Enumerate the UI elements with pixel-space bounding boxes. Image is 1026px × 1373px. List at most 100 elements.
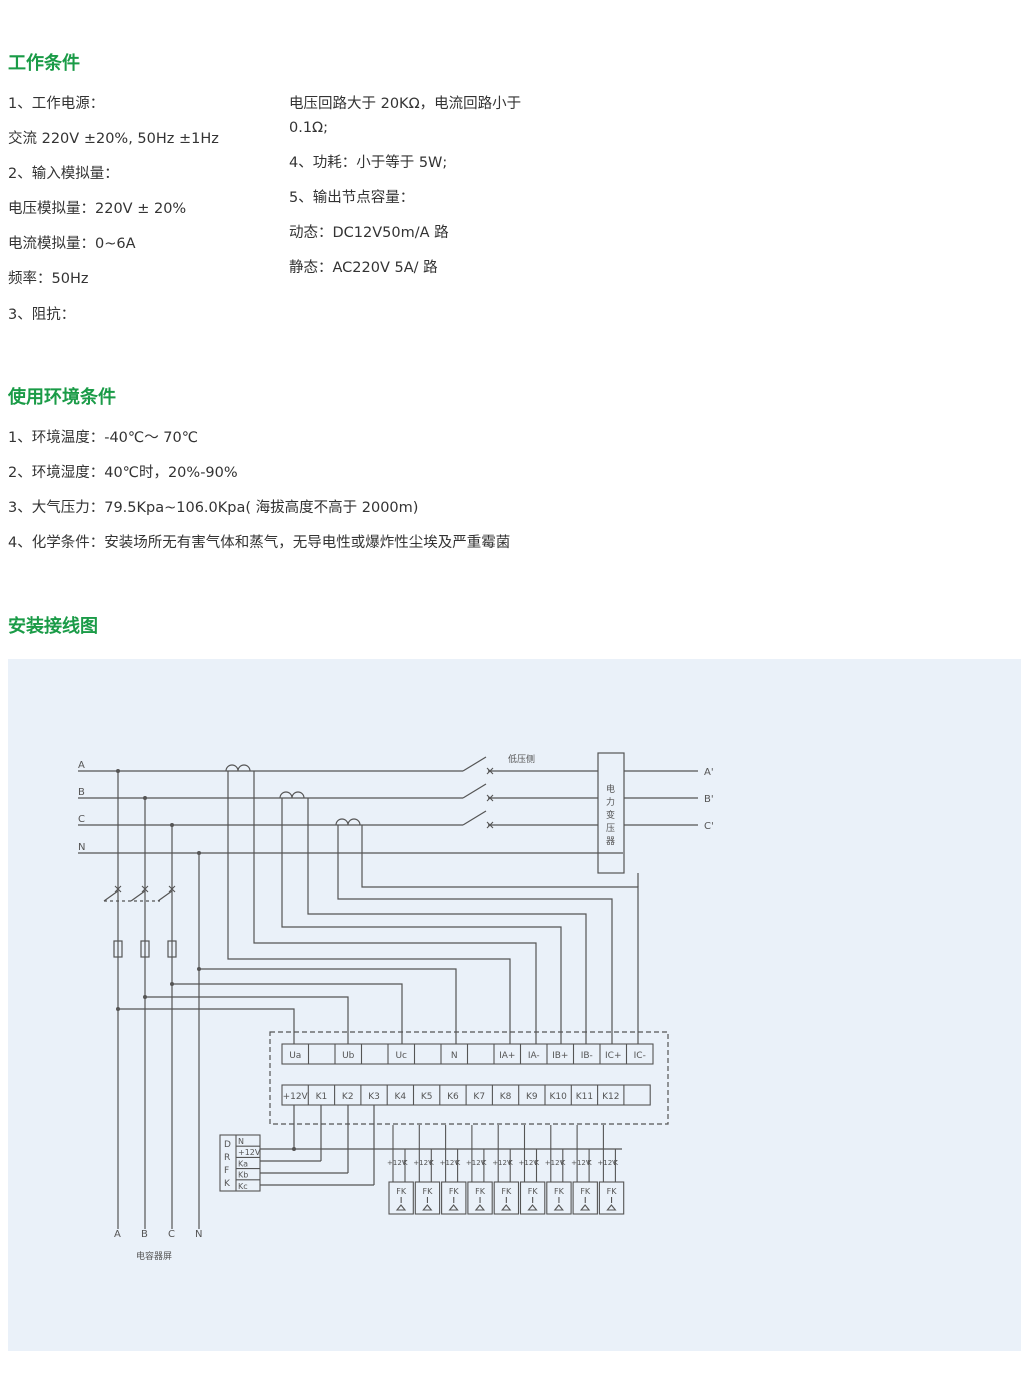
fk-terminal-label: +12V (571, 1159, 591, 1167)
terminal-bottom-label: K10 (549, 1092, 567, 1102)
terminal-top-label: N (451, 1051, 458, 1061)
drfk-letter: D (224, 1140, 231, 1150)
fk-terminal-label: +12V (413, 1159, 433, 1167)
breaker-mark (168, 885, 176, 893)
out-label-c: C' (704, 821, 714, 832)
work-line-5: 电流模拟量：0~6A (8, 236, 136, 252)
fk-unit-label: FK (580, 1187, 591, 1196)
fk-terminal-label: +12V (466, 1159, 486, 1167)
fk-unit-label: FK (528, 1187, 539, 1196)
terminal-top-label: IC- (634, 1051, 646, 1061)
fk-unit-label: FK (423, 1187, 434, 1196)
junction-dot (197, 851, 201, 855)
drfk-terminal-label: Ka (238, 1159, 248, 1168)
terminal-top-label: Uc (395, 1051, 407, 1061)
drfk-letter: F (224, 1166, 229, 1176)
junction-dot (116, 1007, 120, 1011)
fk-unit-label: FK (501, 1187, 512, 1196)
work-right-line-5: 静态：AC220V 5A/ 路 (289, 260, 438, 276)
fk-unit-label: FK (607, 1187, 618, 1196)
fk-terminal-label: K (613, 1159, 618, 1167)
fk-terminal-label: K (508, 1159, 513, 1167)
fk-terminal-label: K (535, 1159, 540, 1167)
drfk-box (219, 1134, 261, 1192)
fk-terminal-label: K (403, 1159, 408, 1167)
drfk-letter: K (224, 1179, 231, 1189)
breaker-mark (486, 794, 494, 802)
work-line-1: 1、工作电源： (8, 96, 105, 112)
fk-terminal-label: +12V (492, 1159, 512, 1167)
fk-terminal-label: +12V (519, 1159, 539, 1167)
bus-label-a: A (78, 760, 85, 771)
low-side-label: 低压侧 (508, 753, 535, 765)
fk-terminal-label: +12V (545, 1159, 565, 1167)
fk-unit-label: FK (396, 1187, 407, 1196)
work-right-line-2: 4、功耗：小于等于 5W; (289, 155, 448, 171)
work-line-7: 3、阻抗： (8, 307, 76, 323)
capacitor-panel-caption: 电容器屏 (136, 1250, 172, 1262)
terminal-top-label: Ua (289, 1051, 301, 1061)
breaker-mark (114, 885, 122, 893)
terminal-bottom-label: K4 (395, 1092, 407, 1102)
fk-unit (388, 1181, 414, 1215)
fk-unit-label: FK (449, 1187, 460, 1196)
out-label-a: A' (704, 767, 714, 778)
junction-dot (197, 967, 201, 971)
terminal-top-label: IC+ (605, 1051, 621, 1061)
fk-unit (546, 1181, 572, 1215)
terminal-bottom-label: K12 (602, 1092, 619, 1102)
junction-dot (116, 769, 120, 773)
fk-terminal-label: +12V (387, 1159, 407, 1167)
fk-unit (467, 1181, 493, 1215)
terminal-bottom-label: K5 (421, 1092, 433, 1102)
terminal-bottom-label: K3 (368, 1092, 380, 1102)
junction-dot (292, 1147, 296, 1151)
terminal-bottom-label: K9 (526, 1092, 538, 1102)
section-title-wiring: 安装接线图 (8, 616, 98, 637)
bottom-label-c: C (168, 1229, 175, 1240)
fk-terminal-label: K (561, 1159, 566, 1167)
work-right-line-3: 5、输出节点容量： (289, 190, 415, 206)
fk-unit (414, 1181, 441, 1215)
breaker-mark (486, 821, 494, 829)
bottom-label-a: A (114, 1229, 121, 1240)
transformer-char-1: 电 (606, 783, 615, 795)
fk-terminal-label: K (456, 1159, 461, 1167)
terminal-bottom-label: K7 (473, 1092, 485, 1102)
work-line-6: 频率：50Hz (8, 271, 89, 287)
terminal-top-label: IA+ (499, 1051, 515, 1061)
section-title-env: 使用环境条件 (8, 387, 116, 408)
work-right-line-4: 动态：DC12V50m/A 路 (289, 225, 449, 241)
fk-unit (441, 1181, 467, 1215)
fk-terminal-label: K (587, 1159, 592, 1167)
fk-terminal-label: +12V (597, 1159, 617, 1167)
junction-dot (143, 995, 147, 999)
drfk-letter: R (224, 1153, 230, 1163)
fk-unit (598, 1181, 625, 1215)
terminal-bottom-label: K11 (576, 1092, 593, 1102)
bus-label-n: N (78, 842, 85, 853)
terminal-top-label: IB+ (552, 1051, 568, 1061)
section-title-work: 工作条件 (8, 53, 80, 74)
bottom-label-b: B (141, 1229, 148, 1240)
terminal-bottom-label: K1 (316, 1092, 328, 1102)
terminal-top-label: IB- (581, 1051, 593, 1061)
work-line-3: 2、输入模拟量： (8, 166, 119, 182)
transformer-char-3: 变 (606, 809, 615, 821)
drfk-terminal-label: Kb (238, 1171, 248, 1180)
terminal-bottom-label: K6 (447, 1092, 459, 1102)
drfk-terminal-label: +12V (238, 1148, 261, 1157)
fk-unit (519, 1181, 546, 1215)
breaker-mark (486, 767, 494, 775)
fk-unit-label: FK (475, 1187, 486, 1196)
terminal-bottom-label: K2 (342, 1092, 354, 1102)
drfk-terminal-label: Kc (238, 1182, 248, 1191)
fk-unit (572, 1181, 598, 1215)
work-right-line-1: 电压回路大于 20KΩ，电流回路小于 0.1Ω; (289, 96, 522, 136)
drfk-terminal-label: N (238, 1137, 244, 1146)
bus-label-c: C (78, 814, 85, 825)
env-line-1: 1、环境温度：-40℃～ 70℃ (8, 430, 199, 446)
fk-unit (493, 1181, 520, 1215)
breaker-mark (141, 885, 149, 893)
